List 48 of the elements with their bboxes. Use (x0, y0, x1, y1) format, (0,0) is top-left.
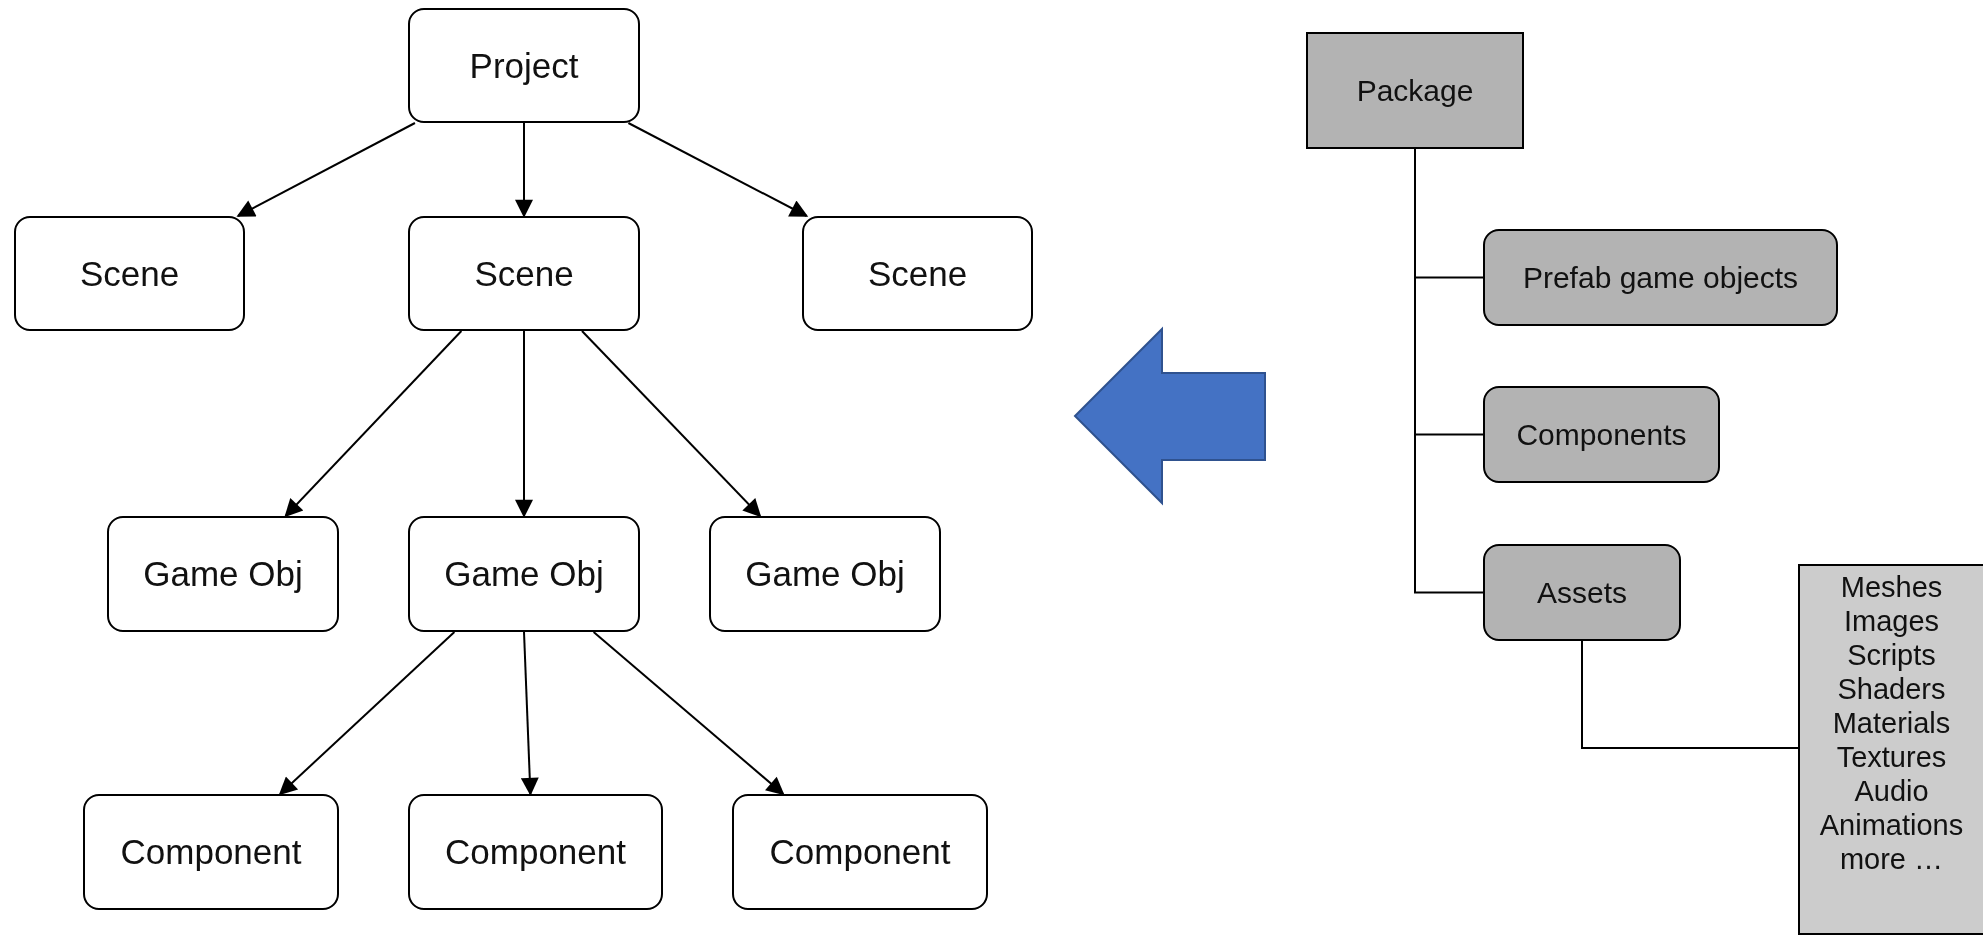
asset-list-box (1798, 564, 1983, 935)
asset-type-label: more … (1839, 842, 1944, 876)
arrow (236, 122, 416, 217)
asset-type-label: Images (1843, 604, 1940, 638)
package-box (1306, 32, 1524, 149)
connector-line (1581, 640, 1799, 749)
node-label: Game Obj (143, 554, 303, 594)
asset-type-label: Audio (1854, 774, 1929, 808)
asset-type-label: Scripts (1847, 638, 1936, 672)
asset-type-label: Shaders (1837, 672, 1946, 706)
hierarchy-box (408, 8, 640, 123)
arrow (592, 631, 785, 796)
arrow (581, 330, 762, 518)
node-label: Scene (79, 253, 180, 294)
node-label: Assets (1537, 575, 1627, 610)
asset-type-label: Textures (1836, 740, 1947, 774)
category-box (1483, 386, 1720, 483)
asset-type-label: Meshes (1840, 570, 1943, 604)
arrow (515, 122, 533, 218)
node-label: Component (769, 832, 951, 872)
node-label: Scene (474, 253, 574, 294)
arrow (284, 330, 463, 518)
asset-type-label: Materials (1832, 706, 1951, 740)
category-box (1483, 229, 1838, 326)
arrow (627, 122, 809, 217)
hierarchy-box (14, 216, 245, 331)
hierarchy-box (83, 794, 339, 910)
arrow (278, 631, 456, 796)
node-label: Project (469, 45, 579, 86)
node-label: Scene (867, 253, 968, 294)
node-label: Package (1356, 73, 1474, 108)
category-box (1483, 544, 1681, 641)
arrow (515, 330, 533, 518)
hierarchy-box (408, 794, 663, 910)
node-label: Component (445, 832, 626, 872)
arrow (520, 631, 539, 796)
node-label: Prefab game objects (1522, 260, 1799, 295)
hierarchy-box (107, 516, 339, 632)
node-label: Components (1516, 417, 1687, 452)
asset-type-label: Animations (1819, 808, 1964, 842)
hierarchy-box (408, 216, 640, 331)
node-label: Game Obj (745, 554, 905, 594)
hierarchy-box (408, 516, 640, 632)
hierarchy-box (709, 516, 941, 632)
hierarchy-box (732, 794, 988, 910)
node-label: Game Obj (444, 554, 604, 594)
node-label: Component (120, 832, 302, 872)
hierarchy-box (802, 216, 1033, 331)
